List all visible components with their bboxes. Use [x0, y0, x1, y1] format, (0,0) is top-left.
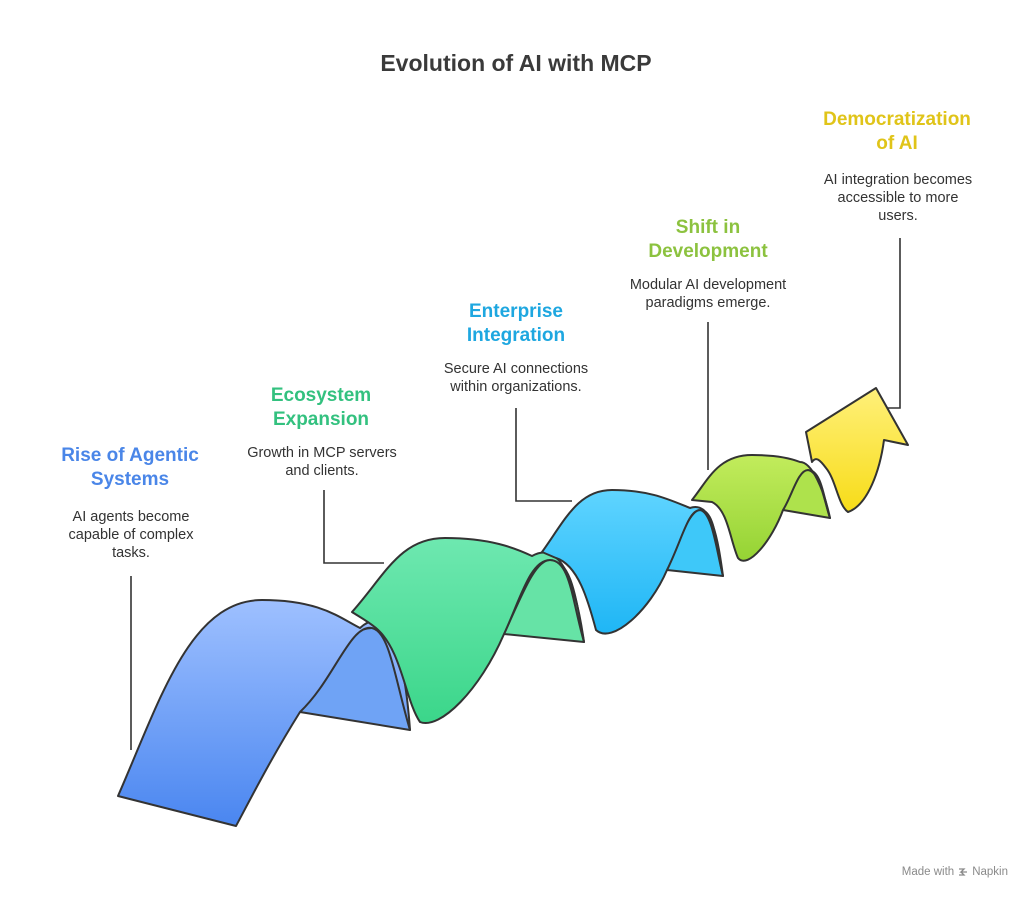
- napkin-logo-icon: [959, 868, 968, 876]
- ribbon-stage-2: [351, 537, 585, 725]
- stage-title-4: Shift in Development: [648, 217, 768, 262]
- made-with-label: Made with: [901, 866, 955, 878]
- ribbon-stage-1: [117, 599, 411, 827]
- stage-description-4: Modular AI development paradigms emerge.: [629, 277, 787, 311]
- ribbon-stage-3: [541, 489, 724, 635]
- ribbon-stage-4: [691, 454, 831, 562]
- connector-line-5: [882, 238, 901, 409]
- stage-title-2: Ecosystem Expansion: [270, 385, 372, 430]
- stage-title-1: Rise of Agentic Systems: [61, 445, 199, 490]
- diagram-title: Evolution of AI with MCP: [380, 50, 652, 76]
- stage-description-5: AI integration becomes accessible to mor…: [823, 172, 973, 224]
- napkin-brand-label: Napkin: [972, 866, 1008, 878]
- arrow-head: [805, 387, 909, 513]
- stage-title-5: Democratization of AI: [823, 109, 971, 154]
- connector-line-3: [515, 408, 572, 502]
- connector-line-2: [323, 490, 384, 564]
- stage-description-1: AI agents become capable of complex task…: [68, 509, 194, 561]
- stage-description-3: Secure AI connections within organizatio…: [443, 361, 589, 395]
- stage-description-2: Growth in MCP servers and clients.: [247, 445, 397, 479]
- stage-title-3: Enterprise Integration: [466, 301, 566, 346]
- napkin-watermark: Made with Napkin: [902, 866, 1008, 878]
